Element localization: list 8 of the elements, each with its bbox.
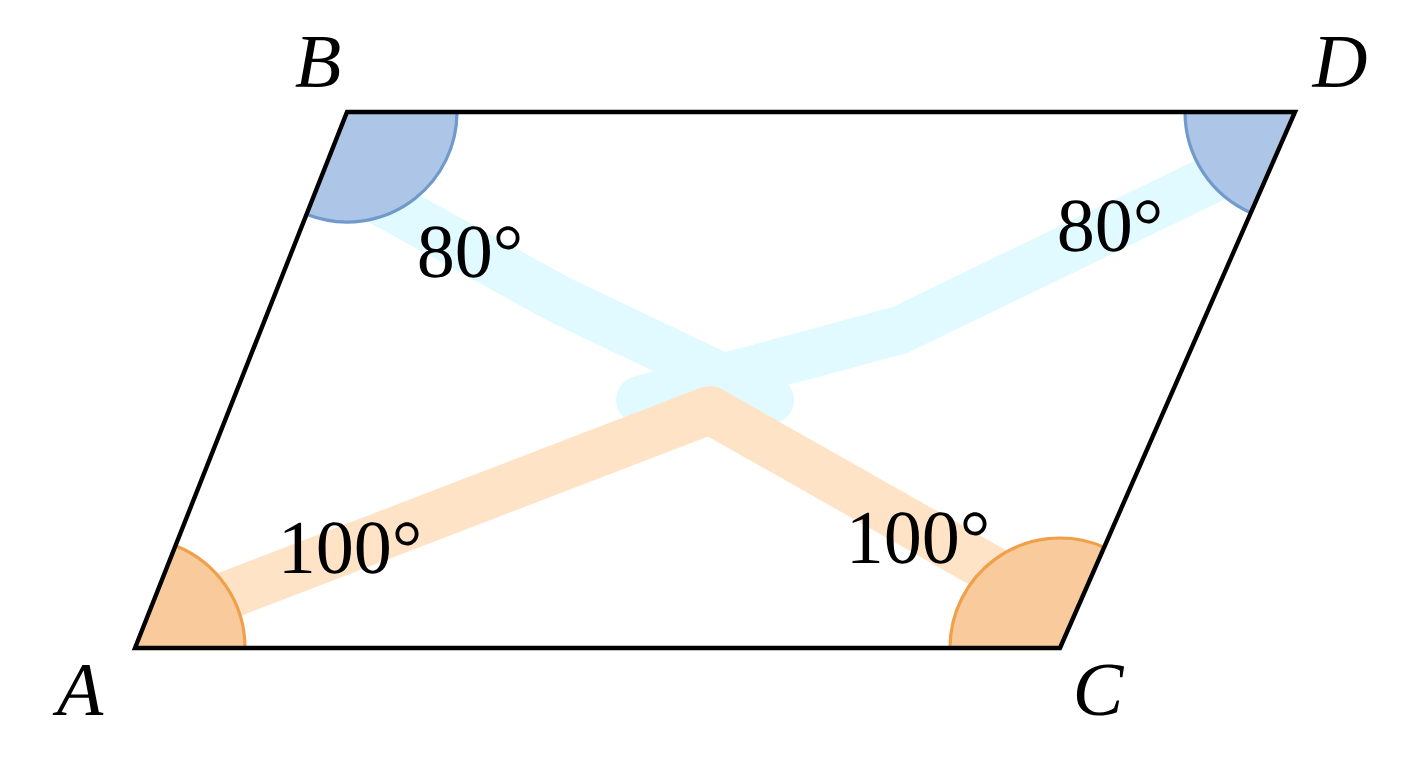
vertex-label: B <box>295 37 340 87</box>
angle-label: 100° <box>284 522 419 574</box>
vertex-label: C <box>1076 664 1125 716</box>
angle-label: 100° <box>852 512 987 564</box>
vertex-label: D <box>1311 37 1367 87</box>
angle-label: 80° <box>1059 200 1160 252</box>
angle-label: 80° <box>419 226 520 278</box>
vertex-label: A <box>52 664 104 716</box>
